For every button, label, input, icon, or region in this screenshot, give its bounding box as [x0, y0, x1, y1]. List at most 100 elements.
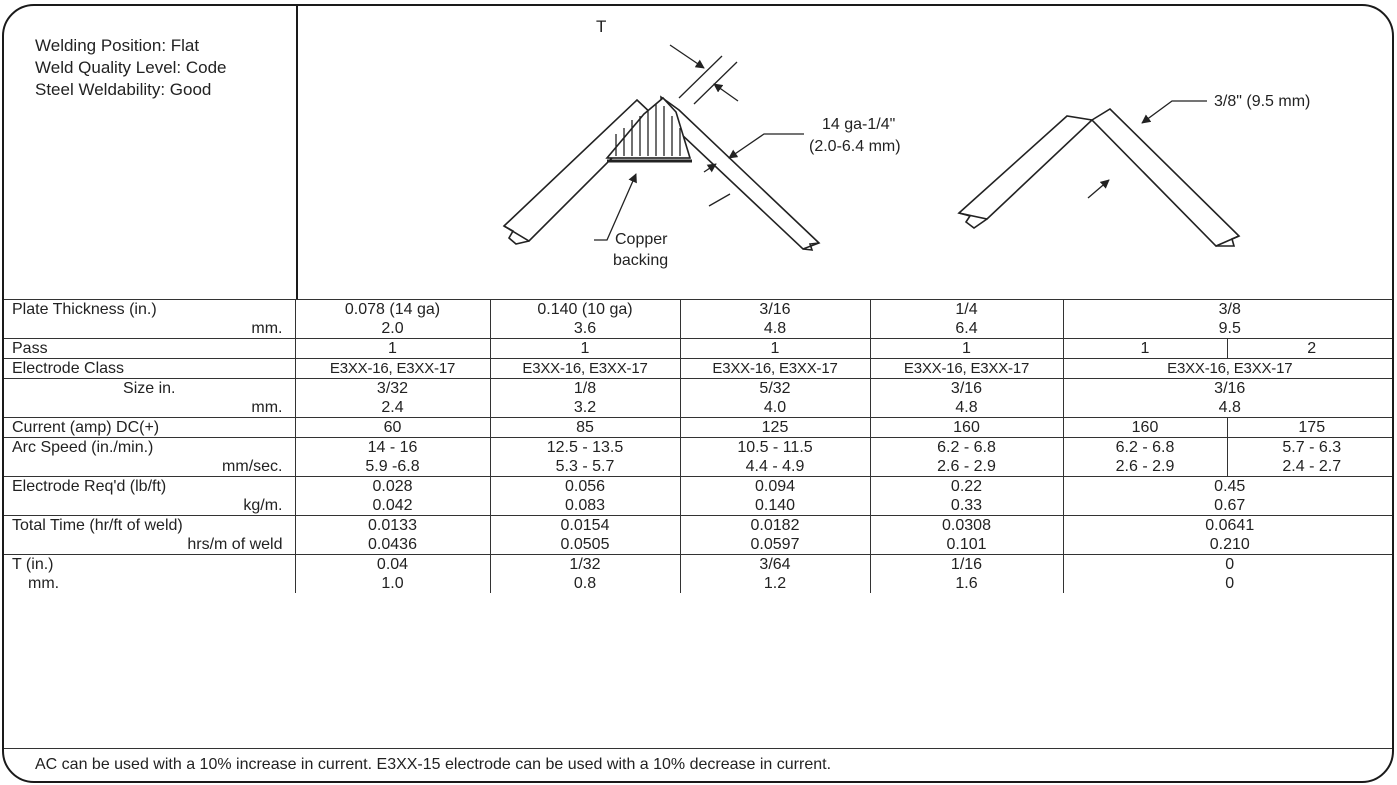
- electrode-class-row: Electrode Class E3XX-16, E3XX-17 E3XX-16…: [4, 358, 1392, 379]
- table-cell: 1.2: [679, 574, 870, 593]
- table-cell: 0.0154: [489, 515, 680, 535]
- table-cell: 1: [1062, 338, 1227, 359]
- table-cell: 9.5: [1062, 319, 1392, 339]
- table-cell: 10.5 - 11.5: [679, 437, 870, 457]
- electrode-required-row: Electrode Req'd (lb/ft) 0.028 0.056 0.09…: [4, 476, 1392, 496]
- weld-quality-level: Weld Quality Level: Code: [35, 58, 227, 77]
- plate-thickness-in-row: Plate Thickness (in.) 0.078 (14 ga) 0.14…: [4, 299, 1392, 319]
- table-cell: 12.5 - 13.5: [489, 437, 680, 457]
- table-cell: 3.6: [489, 319, 680, 339]
- copper-backing-leader: [594, 173, 637, 241]
- t-mm-row: mm. 1.0 0.8 1.2 1.6 0: [4, 574, 1392, 593]
- arc-speed-in-row: Arc Speed (in./min.) 14 - 16 12.5 - 13.5…: [4, 437, 1392, 457]
- steel-weldability: Steel Weldability: Good: [35, 80, 212, 99]
- table-cell: 0.67: [1062, 496, 1392, 516]
- table-cell: 0.45: [1062, 476, 1392, 496]
- table-cell: 6.2 - 6.8: [1062, 437, 1227, 457]
- table-cell: 4.4 - 4.9: [679, 457, 870, 477]
- row-label: hrs/m of weld: [187, 536, 283, 553]
- table-cell: 4.8: [869, 398, 1063, 418]
- table-cell: 3/64: [679, 554, 870, 574]
- table-cell: 3/16: [869, 378, 1063, 398]
- pass-row: Pass 1 1 1 1 1 2: [4, 338, 1392, 359]
- table-cell: 3/16: [679, 299, 870, 319]
- table-cell: 0.0597: [679, 535, 870, 555]
- table-cell: 0.094: [679, 476, 870, 496]
- table-cell: 0.140: [679, 496, 870, 516]
- size-mm-row: mm. 2.4 3.2 4.0 4.8 4.8: [4, 398, 1392, 418]
- total-time-m-row: hrs/m of weld 0.0436 0.0505 0.0597 0.101…: [4, 535, 1392, 555]
- table-cell: 0.056: [489, 476, 680, 496]
- table-cell: 125: [679, 417, 870, 438]
- table-cell: 0.0133: [294, 515, 490, 535]
- table-cell: 0: [1062, 554, 1392, 574]
- table-cell: 0.078 (14 ga): [294, 299, 490, 319]
- table-cell: 3/8: [1062, 299, 1392, 319]
- table-cell: 0.04: [294, 554, 490, 574]
- table-cell: 14 - 16: [294, 437, 490, 457]
- footnote: AC can be used with a 10% increase in cu…: [4, 748, 1392, 781]
- left-range-label-line2: (2.0-6.4 mm): [809, 138, 901, 155]
- right-joint-left-plate: [957, 115, 1094, 220]
- current-row: Current (amp) DC(+) 60 85 125 160 160 17…: [4, 417, 1392, 438]
- table-cell: 1.6: [869, 574, 1063, 593]
- copper-backing-label-line1: Copper: [615, 231, 668, 248]
- t-label: T: [596, 17, 606, 36]
- size-in-row: Size in. 3/32 1/8 5/32 3/16 3/16: [4, 378, 1392, 398]
- table-cell: 0.0182: [679, 515, 870, 535]
- table-cell: 6.2 - 6.8: [869, 437, 1063, 457]
- left-joint-break-left: [503, 225, 530, 245]
- table-cell: 0.22: [869, 476, 1063, 496]
- table-cell: 0.0308: [869, 515, 1063, 535]
- table-cell: 0.028: [294, 476, 490, 496]
- table-cell: 0.210: [1062, 535, 1392, 555]
- right-joint-diagram: 3/8" (9.5 mm): [957, 93, 1310, 247]
- row-label: mm/sec.: [222, 458, 283, 475]
- table-cell: 5/32: [679, 378, 870, 398]
- table-cell: 160: [1062, 417, 1227, 438]
- table-cell: 60: [294, 417, 490, 438]
- t-in-row: T (in.) 0.04 1/32 3/64 1/16 0: [4, 554, 1392, 574]
- copper-backing-label-line2: backing: [613, 252, 668, 269]
- welding-position: Welding Position: Flat: [35, 36, 200, 55]
- table-cell: 0.140 (10 ga): [489, 299, 680, 319]
- table-cell: 1.0: [294, 574, 490, 593]
- table-cell: 3/16: [1062, 378, 1392, 398]
- row-label: Electrode Class: [4, 358, 295, 379]
- table-cell: 1/16: [869, 554, 1063, 574]
- row-label: Current (amp) DC(+): [4, 417, 295, 438]
- table-cell: 0.0641: [1062, 515, 1392, 535]
- table-cell: 4.0: [679, 398, 870, 418]
- total-time-ft-row: Total Time (hr/ft of weld) 0.0133 0.0154…: [4, 515, 1392, 535]
- table-cell: 2.0: [294, 319, 490, 339]
- table-cell: 3.2: [489, 398, 680, 418]
- left-joint-break-right: [802, 242, 820, 251]
- table-cell: 160: [869, 417, 1063, 438]
- table-cell: E3XX-16, E3XX-17: [1062, 358, 1392, 379]
- table-cell: 0: [1062, 574, 1392, 593]
- table-cell: 85: [489, 417, 680, 438]
- procedure-table: Plate Thickness (in.) 0.078 (14 ga) 0.14…: [4, 299, 1392, 593]
- table-cell: 3/32: [294, 378, 490, 398]
- row-label: Electrode Req'd (lb/ft): [4, 476, 295, 496]
- row-label: Size in.: [4, 378, 295, 398]
- t-dimension: [669, 44, 739, 105]
- left-joint-right-plate: [660, 95, 821, 250]
- row-label: T (in.): [4, 554, 295, 574]
- table-cell: 175: [1226, 417, 1392, 438]
- left-joint-diagram: T 14 ga-1/4" (2.0-6.4 mm) Copper backing: [502, 17, 901, 269]
- table-cell: 1: [489, 338, 680, 359]
- spec-sheet-frame: Welding Position: Flat Weld Quality Leve…: [2, 4, 1394, 783]
- plate-thickness-mm-row: mm. 2.0 3.6 4.8 6.4 9.5: [4, 319, 1392, 339]
- right-thickness-leader: [1087, 100, 1207, 199]
- table-cell: 1/8: [489, 378, 680, 398]
- table-cell: 5.7 - 6.3: [1226, 437, 1392, 457]
- left-thickness-leader: [703, 133, 804, 207]
- left-joint-weld-hatch: [608, 104, 690, 159]
- table-cell: 4.8: [679, 319, 870, 339]
- table-cell: 0.042: [294, 496, 490, 516]
- table-cell: 0.33: [869, 496, 1063, 516]
- table-cell: 0.083: [489, 496, 680, 516]
- table-cell: 2.6 - 2.9: [869, 457, 1063, 477]
- row-label: kg/m.: [243, 497, 283, 514]
